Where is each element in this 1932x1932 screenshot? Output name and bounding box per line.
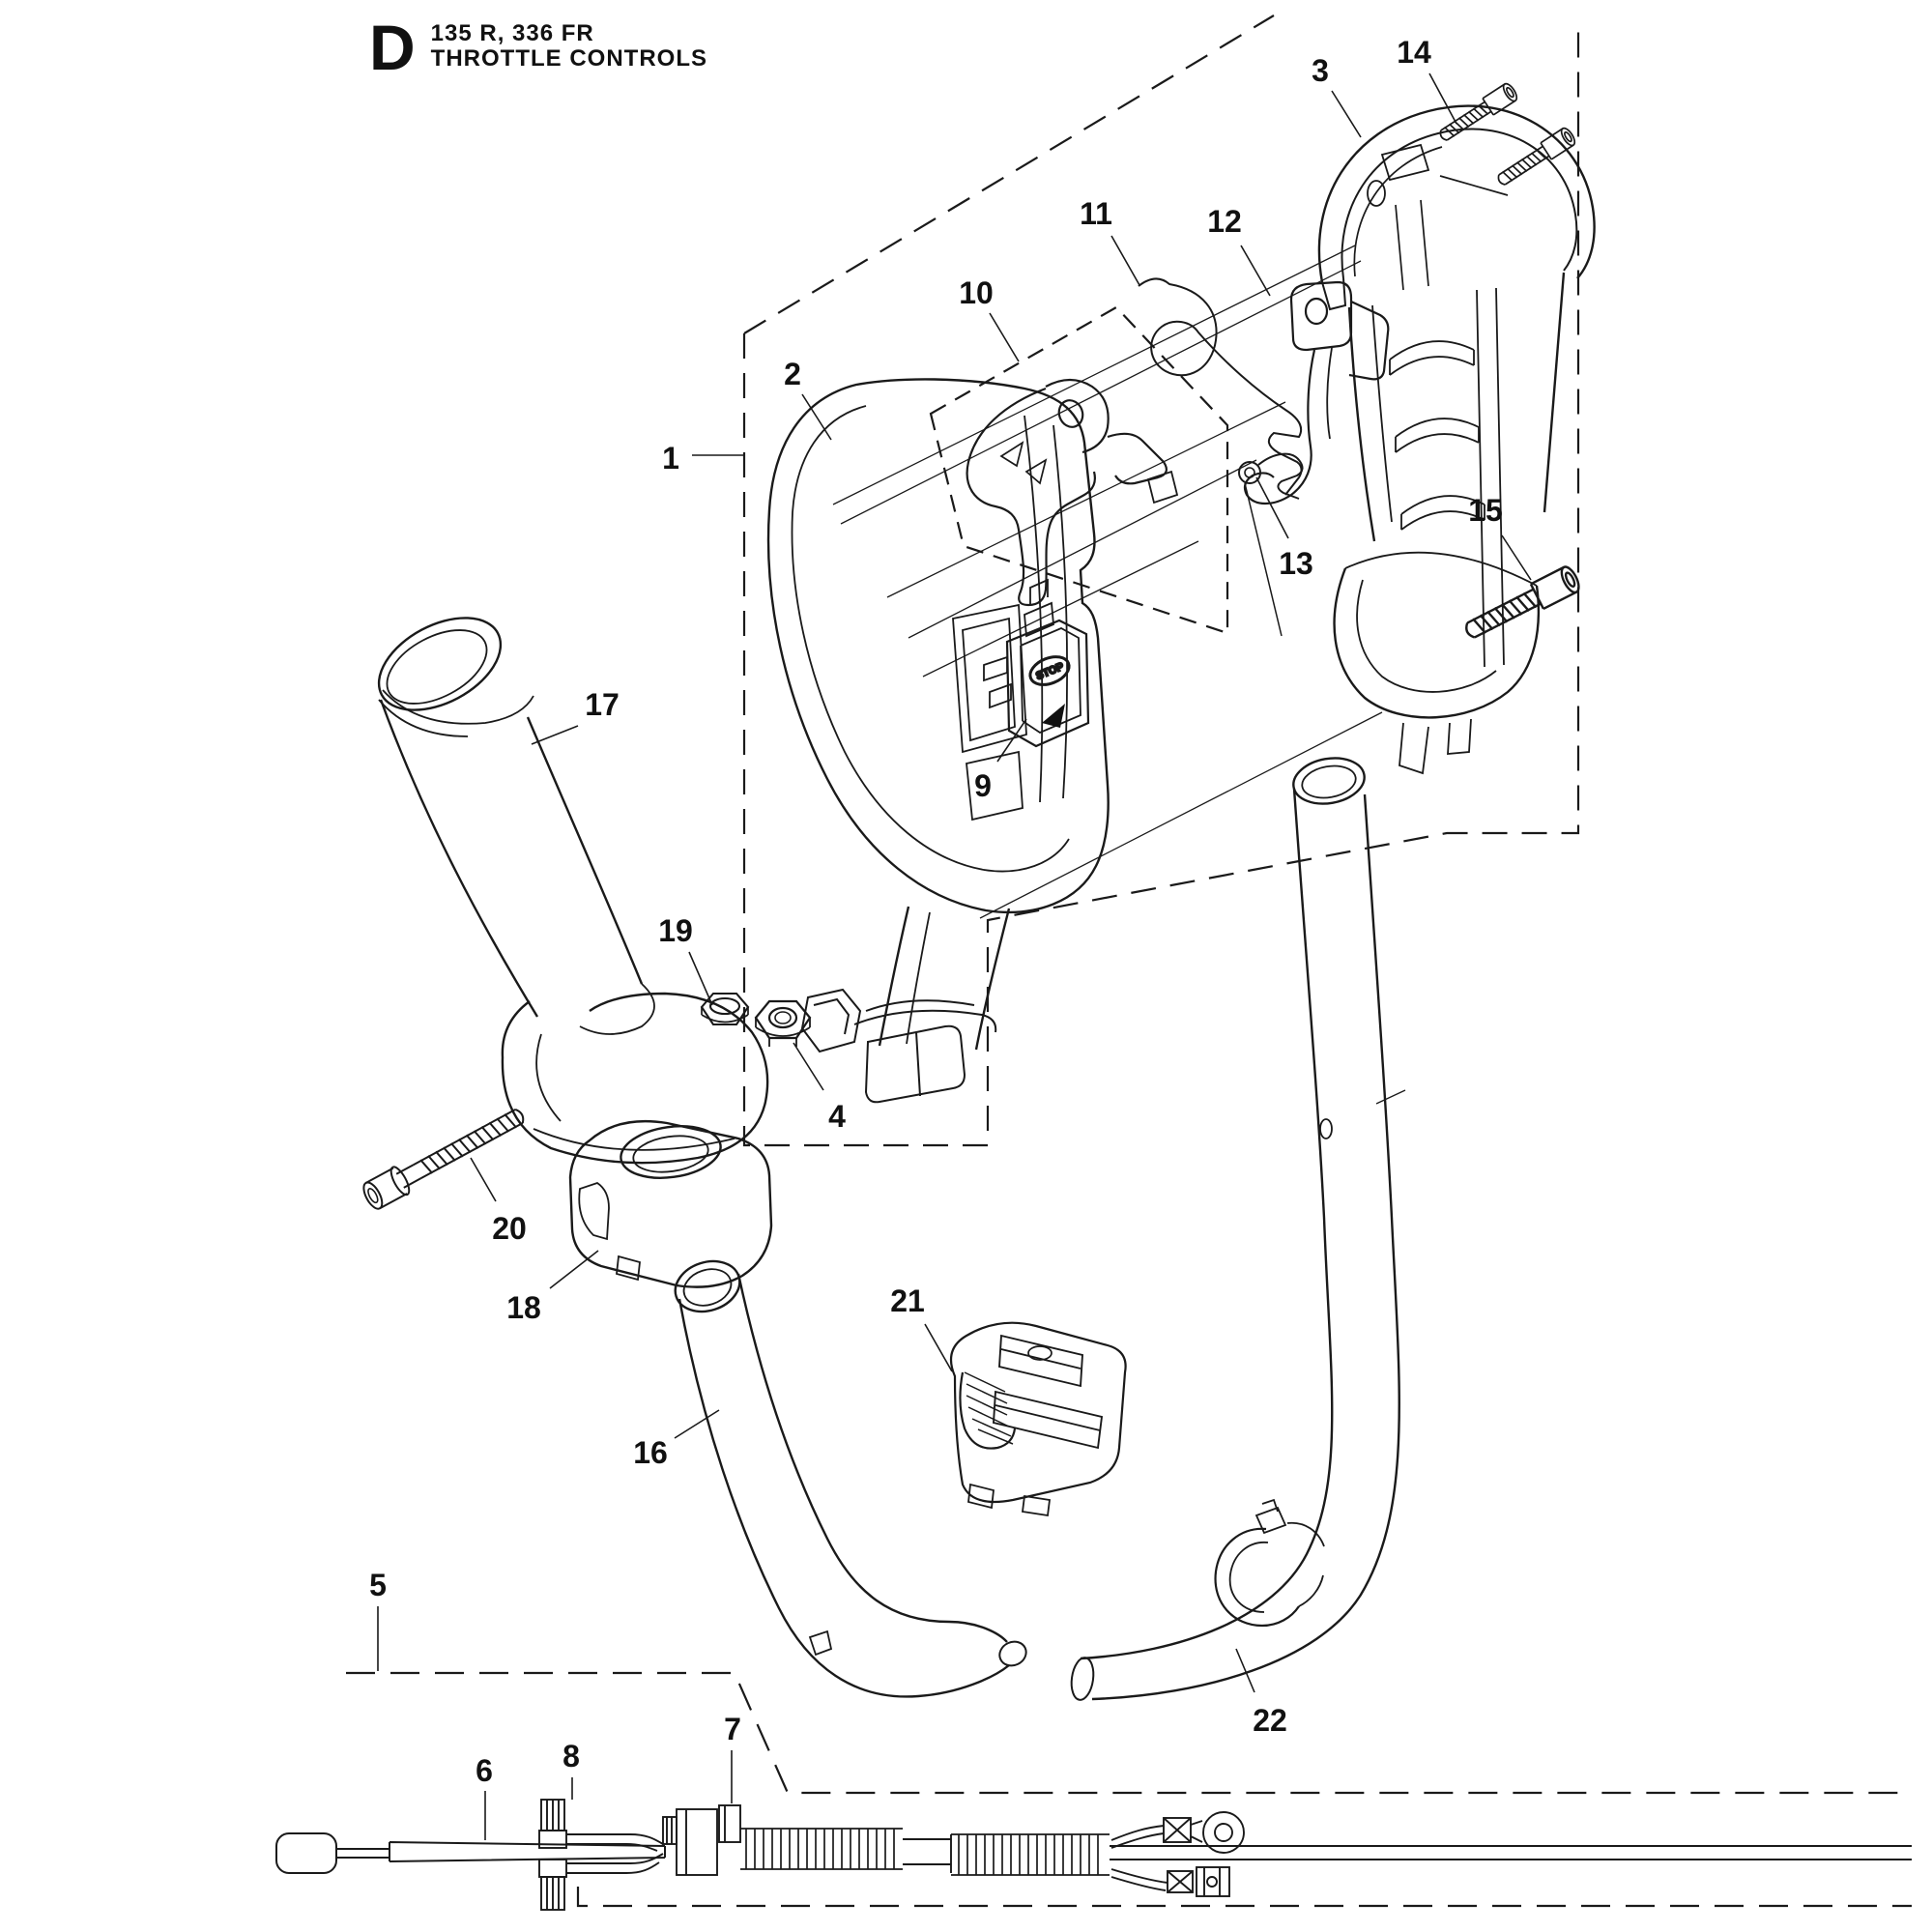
part-label-7: 7 [724,1712,741,1746]
part-12-throttle-lockout [1243,280,1390,505]
part-label-1: 1 [662,441,679,476]
assembly-5-dashed-boundary [346,1671,1912,1908]
handlebar-tube-right [1070,757,1400,1701]
part-2-handle-half-left [766,378,1110,1104]
part-label-19: 19 [658,913,693,948]
part-7-adjuster [662,1804,741,1876]
assembly-10-dashed-boundary [929,305,1229,635]
page-title: THROTTLE CONTROLS [430,45,707,72]
cable-conduit-b [951,1833,1110,1876]
part-label-9: 9 [974,768,992,803]
part-number-labels: 1 2 3 4 5 6 7 8 9 10 11 12 13 14 15 16 1… [369,35,1503,1788]
part-label-20: 20 [492,1211,527,1246]
part-10-throttle-trigger [966,378,1179,607]
part-label-17: 17 [585,687,620,722]
part-label-22: 22 [1253,1703,1287,1738]
cable-conduit-a [740,1828,903,1870]
leader-lines [377,72,1532,1840]
part-label-6: 6 [476,1753,493,1788]
part-14-screws [1435,80,1578,191]
part-label-18: 18 [506,1290,541,1325]
part-9-stop-switch: STOP [983,578,1090,748]
part-22-cable-clip [1214,1498,1325,1628]
part-label-16: 16 [633,1435,668,1470]
part-label-15: 15 [1468,493,1503,528]
section-letter: D [369,12,416,83]
part-label-11: 11 [1080,196,1112,231]
spade-terminal [1110,1866,1230,1897]
part-18-clamp [568,1119,773,1288]
part-8-cable-fork [538,1799,664,1911]
part-20-bolt [362,1109,525,1210]
part-label-8: 8 [562,1739,580,1773]
part-label-14: 14 [1397,35,1431,70]
model-names: 135 R, 336 FR [430,20,594,46]
part-label-4: 4 [828,1099,846,1134]
switch-arrow-icon [1042,704,1065,728]
part-16-handlebar-tube [674,1259,1027,1698]
part-label-10: 10 [959,275,994,310]
part-17-grip [377,617,644,1018]
part-label-21: 21 [890,1283,925,1318]
part-label-3: 3 [1312,53,1329,88]
part-label-5: 5 [369,1568,387,1602]
part-label-13: 13 [1279,546,1313,581]
part-11-spring [1138,277,1303,496]
part-21-cable-clamp [949,1321,1127,1517]
title-block: D 135 R, 336 FR THROTTLE CONTROLS [369,12,707,83]
part-6-inner-cable [275,1832,666,1874]
part-19-nut [700,992,750,1026]
assembly-1-dashed-boundary [742,14,1580,1147]
part-3-handle-half-right [1317,104,1596,775]
ring-terminal [1110,1811,1245,1854]
part-label-2: 2 [784,357,801,391]
part-4-nut [754,999,812,1047]
part-15-screw [1459,562,1584,646]
part-13-wire-link [1238,452,1304,637]
construction-lines [832,245,1406,1105]
cable-assembly [275,1799,1912,1911]
part-label-12: 12 [1207,204,1242,239]
